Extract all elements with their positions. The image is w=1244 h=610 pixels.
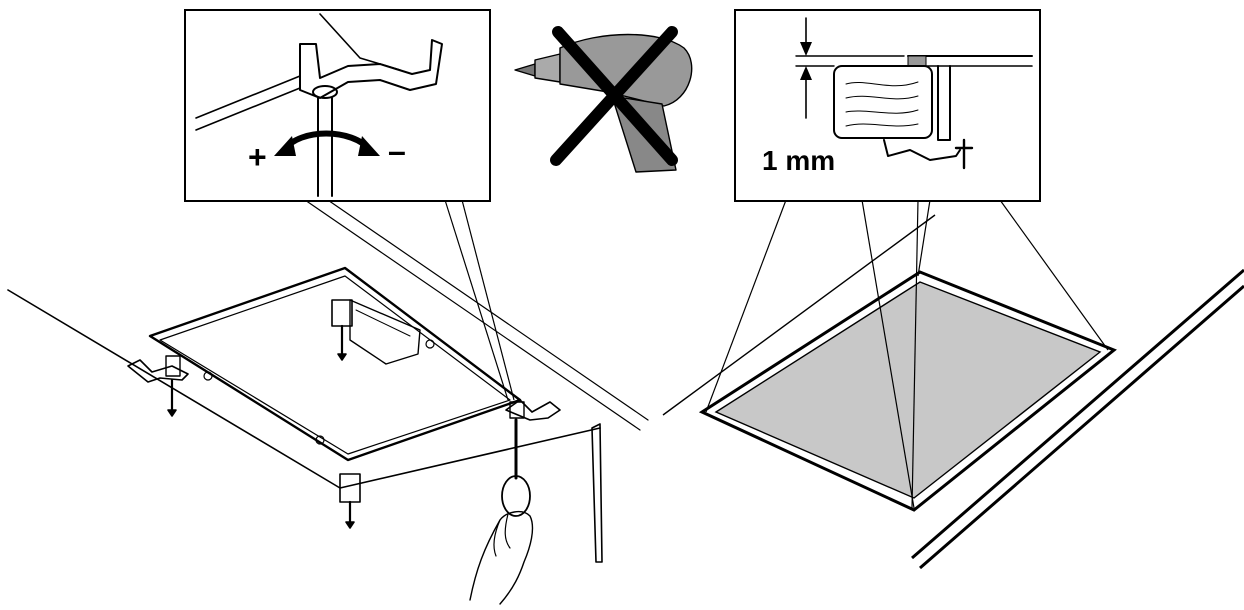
minus-label: – bbox=[388, 133, 406, 169]
wood-grain bbox=[845, 123, 919, 127]
zoom-line bbox=[705, 199, 787, 413]
gap-label: 1 mm bbox=[762, 145, 835, 176]
prohibited-power-screwdriver bbox=[514, 26, 693, 173]
hand-finger bbox=[493, 519, 501, 557]
detail-worktop-line bbox=[195, 75, 301, 119]
cross-stroke-2 bbox=[550, 26, 678, 166]
worktop-back-line bbox=[304, 199, 641, 431]
hob-frame-profile bbox=[937, 65, 951, 141]
fixing-clamp-left bbox=[127, 359, 189, 383]
right-scene bbox=[662, 199, 1244, 570]
detail-frame bbox=[184, 9, 491, 202]
hand bbox=[469, 510, 534, 605]
zoom-line bbox=[444, 199, 509, 401]
rotation-arrowhead-left bbox=[274, 136, 296, 156]
worktop-edge-line bbox=[7, 289, 341, 489]
drill-body bbox=[559, 33, 693, 107]
hob-housing bbox=[349, 299, 421, 365]
detail-clamp bbox=[299, 39, 443, 99]
clamp-bracket bbox=[509, 401, 525, 419]
drill-chuck bbox=[534, 53, 561, 83]
detail-clamp bbox=[883, 139, 961, 161]
dimension-arrowhead-up bbox=[800, 66, 812, 80]
worktop-edge-line bbox=[662, 214, 936, 416]
right-zoom-lines bbox=[705, 199, 1109, 509]
hob-housing-line bbox=[355, 309, 411, 337]
worktop-back-line-2 bbox=[321, 195, 649, 421]
screw-tip bbox=[167, 409, 177, 417]
zoom-line bbox=[999, 199, 1109, 351]
detail-screw-head bbox=[312, 85, 338, 99]
hob-frame-inner bbox=[159, 275, 511, 455]
zoom-line bbox=[461, 199, 515, 401]
worktop-front-line bbox=[339, 427, 601, 489]
screwdriver-handle bbox=[501, 475, 531, 517]
dimension-arrowhead-down bbox=[800, 42, 812, 56]
drill-bit bbox=[514, 63, 536, 77]
hob-glass-surface bbox=[714, 281, 1102, 499]
frame-lug bbox=[315, 435, 325, 445]
screw-tip bbox=[337, 353, 347, 361]
frame-lug bbox=[203, 371, 213, 381]
worktop-front-line-2 bbox=[919, 284, 1244, 570]
left-detail-box: + – bbox=[184, 9, 491, 202]
hand-finger bbox=[504, 513, 511, 549]
cabinet-side-panel bbox=[591, 423, 603, 563]
worktop-section bbox=[833, 65, 933, 139]
hob-seal bbox=[907, 55, 927, 67]
wood-grain bbox=[845, 95, 919, 100]
worktop-front-line bbox=[911, 268, 1244, 560]
zoom-line bbox=[911, 199, 919, 509]
hob-frame-outer bbox=[148, 266, 522, 462]
zoom-line bbox=[861, 199, 915, 509]
clamp-bracket bbox=[165, 355, 181, 377]
zoom-line bbox=[917, 199, 931, 277]
rotation-arrowhead-right bbox=[358, 136, 380, 156]
right-detail-box: 1 mm bbox=[734, 9, 1041, 202]
wood-grain bbox=[845, 81, 919, 87]
left-zoom-lines bbox=[444, 199, 515, 401]
fixing-clamp-back bbox=[331, 299, 353, 327]
plus-label: + bbox=[248, 139, 267, 175]
wood-grain bbox=[845, 109, 919, 114]
detail-worktop-line bbox=[195, 87, 301, 131]
left-scene bbox=[7, 195, 649, 605]
screw-tip bbox=[345, 521, 355, 529]
frame-lug bbox=[425, 339, 435, 349]
